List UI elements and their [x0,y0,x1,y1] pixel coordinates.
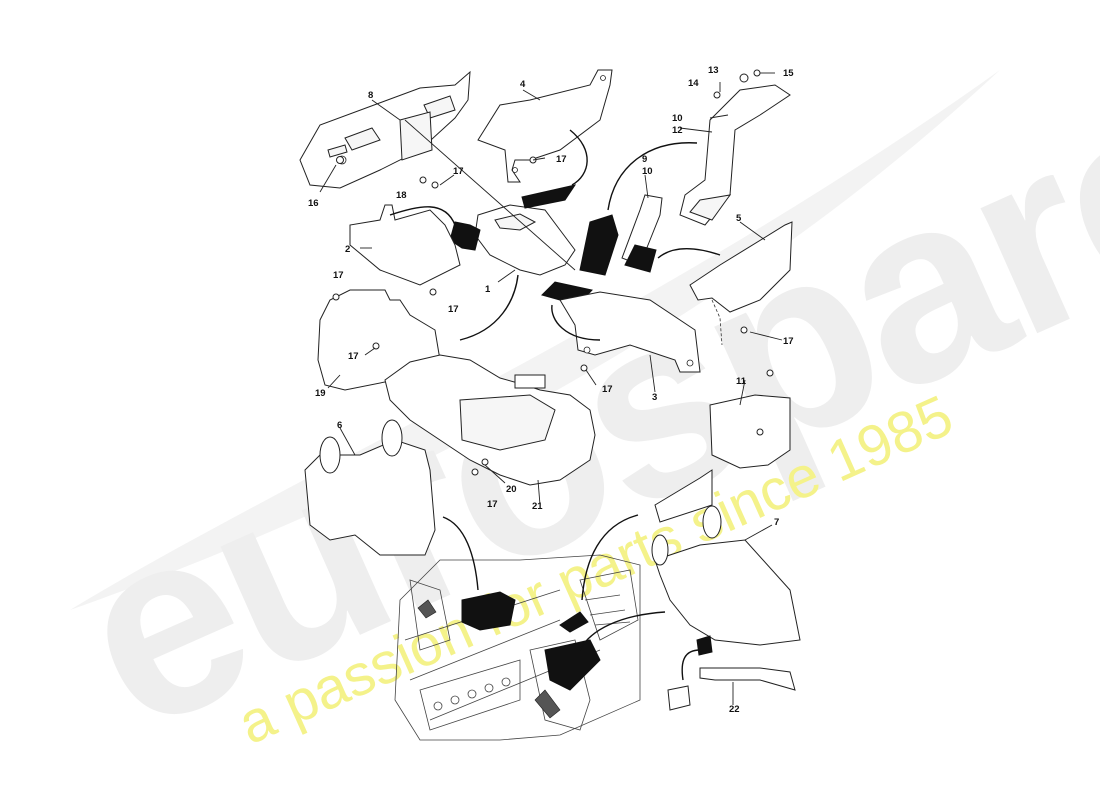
callout-labels: 1 2 3 4 5 6 7 8 9 10 10 11 12 13 14 15 1… [308,65,794,715]
chassis-subframe [394,554,641,741]
callout-5: 5 [736,213,742,224]
part-2-shield [349,204,461,286]
callout-15: 15 [783,68,794,79]
callout-17f: 17 [602,384,613,395]
callout-20: 20 [506,484,517,495]
callout-4: 4 [520,79,526,90]
callout-10b: 10 [642,166,653,177]
part-21-tunnel-shield [384,354,596,486]
part-4-bracket [477,69,613,183]
leader-lines [319,72,783,705]
callout-9: 9 [642,154,647,165]
part-3-shield [559,291,701,373]
callout-3: 3 [652,392,657,403]
callout-16: 16 [308,198,319,209]
callout-17b: 17 [453,166,464,177]
callout-8: 8 [368,90,373,101]
callout-13: 13 [708,65,719,76]
part-10-12-duct [679,84,791,226]
part-5-panel [689,221,793,346]
callout-14: 14 [688,78,699,89]
part-6-bracket [304,419,436,556]
callout-11: 11 [736,376,747,387]
part-22-bracket [667,667,796,711]
callout-10a: 10 [672,113,683,124]
fasteners [332,69,774,476]
assembly-arrows [389,129,721,681]
callout-6: 6 [337,420,342,431]
callout-7: 7 [774,517,779,528]
callout-19: 19 [315,388,326,399]
callout-1: 1 [485,284,491,295]
part-7-plate [651,505,801,656]
callout-17d: 17 [448,304,459,315]
callout-17c: 17 [333,270,344,281]
callout-21: 21 [532,501,543,512]
callout-18: 18 [396,190,407,201]
black-insulation-pieces [449,184,657,306]
part-11-bracket [654,394,791,523]
callout-17h: 17 [487,499,498,510]
callout-2: 2 [345,244,350,255]
part-1-central-shield [474,204,576,276]
callout-17g: 17 [783,336,794,347]
callout-12: 12 [672,125,683,136]
callout-17a: 17 [556,154,567,165]
part-8-heat-shield [299,70,471,189]
callout-22: 22 [729,704,740,715]
callout-17e: 17 [348,351,359,362]
